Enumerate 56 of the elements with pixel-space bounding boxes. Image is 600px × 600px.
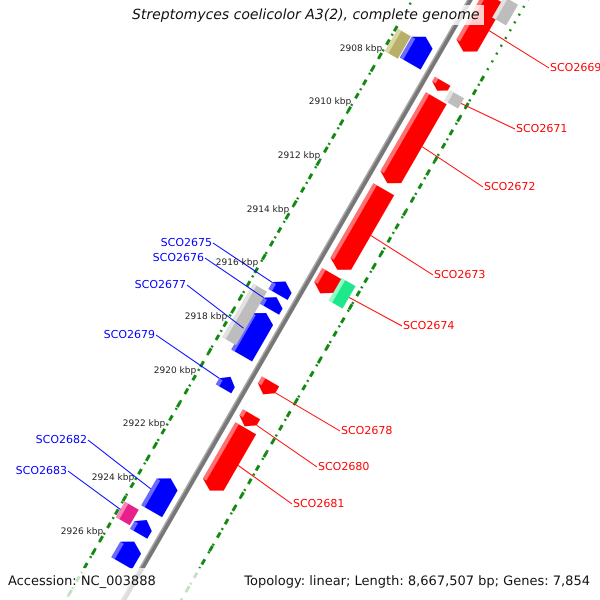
scale-label: 2920 kbp: [154, 364, 196, 378]
gene-block: [432, 76, 450, 91]
leader-line: [488, 30, 550, 68]
gene-block: [111, 542, 142, 570]
gene-label: SCO2676: [152, 251, 204, 265]
leader-line: [212, 242, 273, 283]
leader-line: [68, 470, 121, 510]
scale-label: 2916 kbp: [216, 257, 258, 270]
gene-block: [314, 268, 342, 294]
leader-line: [275, 392, 340, 432]
gene-label: SCO2675: [160, 236, 212, 250]
gene-label: SCO2671: [516, 122, 568, 136]
footer-text: Accession: NC_003888: [8, 575, 156, 589]
gene-block: [202, 422, 256, 491]
scale-label: 2918 kbp: [184, 310, 228, 324]
footer-text: Topology: linear; Length: 8,667,507 bp; Genes: 7,854: [244, 575, 590, 589]
gene-box: [384, 28, 411, 59]
scale-label: 2914 kbp: [246, 204, 290, 217]
gene-block: [216, 376, 235, 394]
leader-line: [256, 424, 318, 468]
gene-label: SCO2679: [104, 328, 155, 342]
gene-label: SCO2674: [403, 319, 454, 333]
leader-line: [460, 102, 516, 130]
scale-label: 2908 kbp: [340, 42, 382, 56]
gene-box: [116, 502, 139, 526]
gene-label: SCO2683: [16, 464, 67, 478]
gene-label: SCO2672: [484, 180, 536, 194]
gene-label: SCO2680: [318, 460, 370, 474]
leader-line: [156, 334, 220, 379]
leader-line: [422, 146, 484, 188]
gene-label: SCO2677: [134, 278, 186, 292]
leader-line: [348, 296, 402, 326]
scale-label: 2926 kbp: [60, 526, 104, 539]
gene-block: [330, 183, 394, 270]
gene-box: [492, 0, 518, 26]
gene-block: [239, 409, 260, 426]
leader-line: [204, 258, 264, 298]
scale-label: 2910 kbp: [308, 96, 352, 110]
leader-line: [370, 235, 434, 276]
gene-block: [268, 282, 292, 300]
scale-label: 2922 kbp: [122, 418, 166, 432]
leader-line: [238, 464, 292, 504]
gene-label: SCO2673: [434, 268, 486, 282]
gene-block: [141, 478, 178, 518]
gene-label: SCO2678: [341, 424, 392, 438]
gene-label: SCO2682: [36, 433, 87, 447]
scale-label: 2912 kbp: [278, 150, 320, 163]
gene-label: SCO2681: [293, 497, 344, 511]
scale-label: 2924 kbp: [92, 472, 134, 486]
gene-block: [258, 376, 280, 394]
gene-block: [380, 92, 447, 184]
gene-block: [130, 520, 152, 539]
gene-box: [444, 90, 464, 109]
leader-line: [88, 440, 152, 490]
gene-block: [260, 297, 283, 315]
leader-line: [186, 284, 244, 329]
